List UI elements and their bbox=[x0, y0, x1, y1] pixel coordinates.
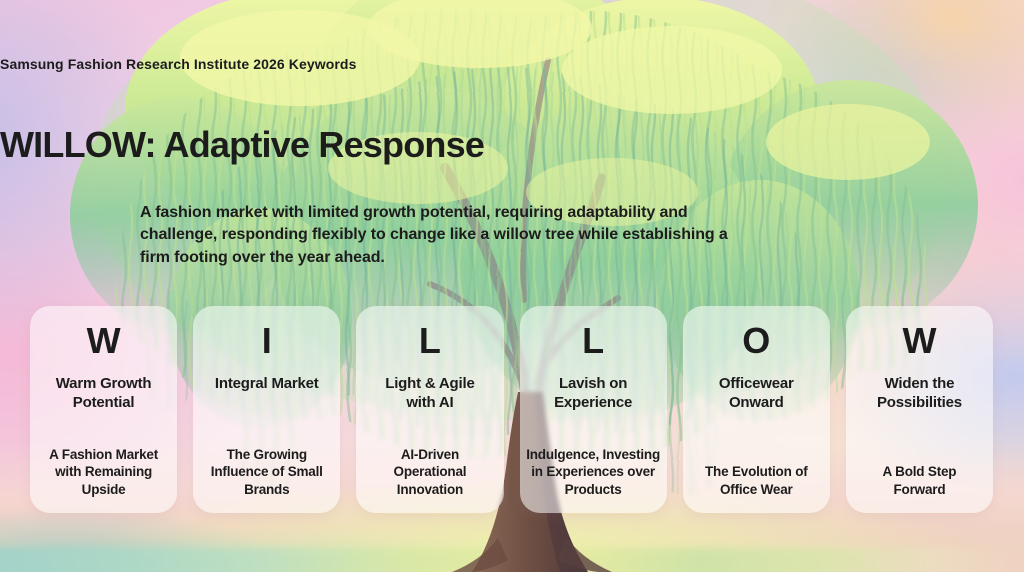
keyword-card-o: O Officewear Onward The Evolution of Off… bbox=[682, 306, 830, 513]
card-keyword: Light & Agile with AI bbox=[385, 375, 475, 411]
card-keyword: Lavish on Experience bbox=[554, 375, 633, 411]
keyword-cards-row: W Warm Growth Potential A Fashion Market… bbox=[30, 306, 994, 513]
card-letter: W bbox=[902, 320, 937, 361]
card-keyword: Officewear Onward bbox=[718, 375, 794, 411]
eyebrow-label: Samsung Fashion Research Institute 2026 … bbox=[0, 56, 357, 72]
keyword-card-l2: L Lavish on Experience Indulgence, Inves… bbox=[519, 306, 667, 513]
card-description: A Fashion Market with Remaining Upside bbox=[49, 446, 158, 497]
card-keyword: Widen the Possibilities bbox=[876, 375, 962, 411]
card-description: The Growing Influence of Small Brands bbox=[210, 446, 323, 497]
card-letter: I bbox=[261, 320, 272, 361]
page-title: WILLOW: Adaptive Response bbox=[0, 124, 485, 165]
card-letter: W bbox=[86, 320, 121, 361]
keyword-card-w1: W Warm Growth Potential A Fashion Market… bbox=[30, 306, 178, 513]
keyword-card-i: I Integral Market The Growing Influence … bbox=[193, 306, 341, 513]
keyword-card-l1: L Light & Agile with AI AI-Driven Operat… bbox=[356, 306, 504, 513]
card-letter: L bbox=[418, 320, 441, 361]
keyword-card-w2: W Widen the Possibilities A Bold Step Fo… bbox=[845, 306, 994, 513]
card-description: The Evolution of Office Wear bbox=[705, 464, 808, 497]
card-description: AI-Driven Operational Innovation bbox=[393, 446, 467, 497]
card-letter: L bbox=[582, 320, 605, 361]
card-description: Indulgence, Investing in Experiences ove… bbox=[526, 446, 661, 497]
page-subtitle: A fashion market with limited growth pot… bbox=[140, 204, 728, 266]
card-keyword: Integral Market bbox=[214, 375, 319, 392]
card-letter: O bbox=[742, 320, 771, 361]
card-description: A Bold Step Forward bbox=[882, 464, 957, 497]
card-keyword: Warm Growth Potential bbox=[55, 375, 152, 411]
